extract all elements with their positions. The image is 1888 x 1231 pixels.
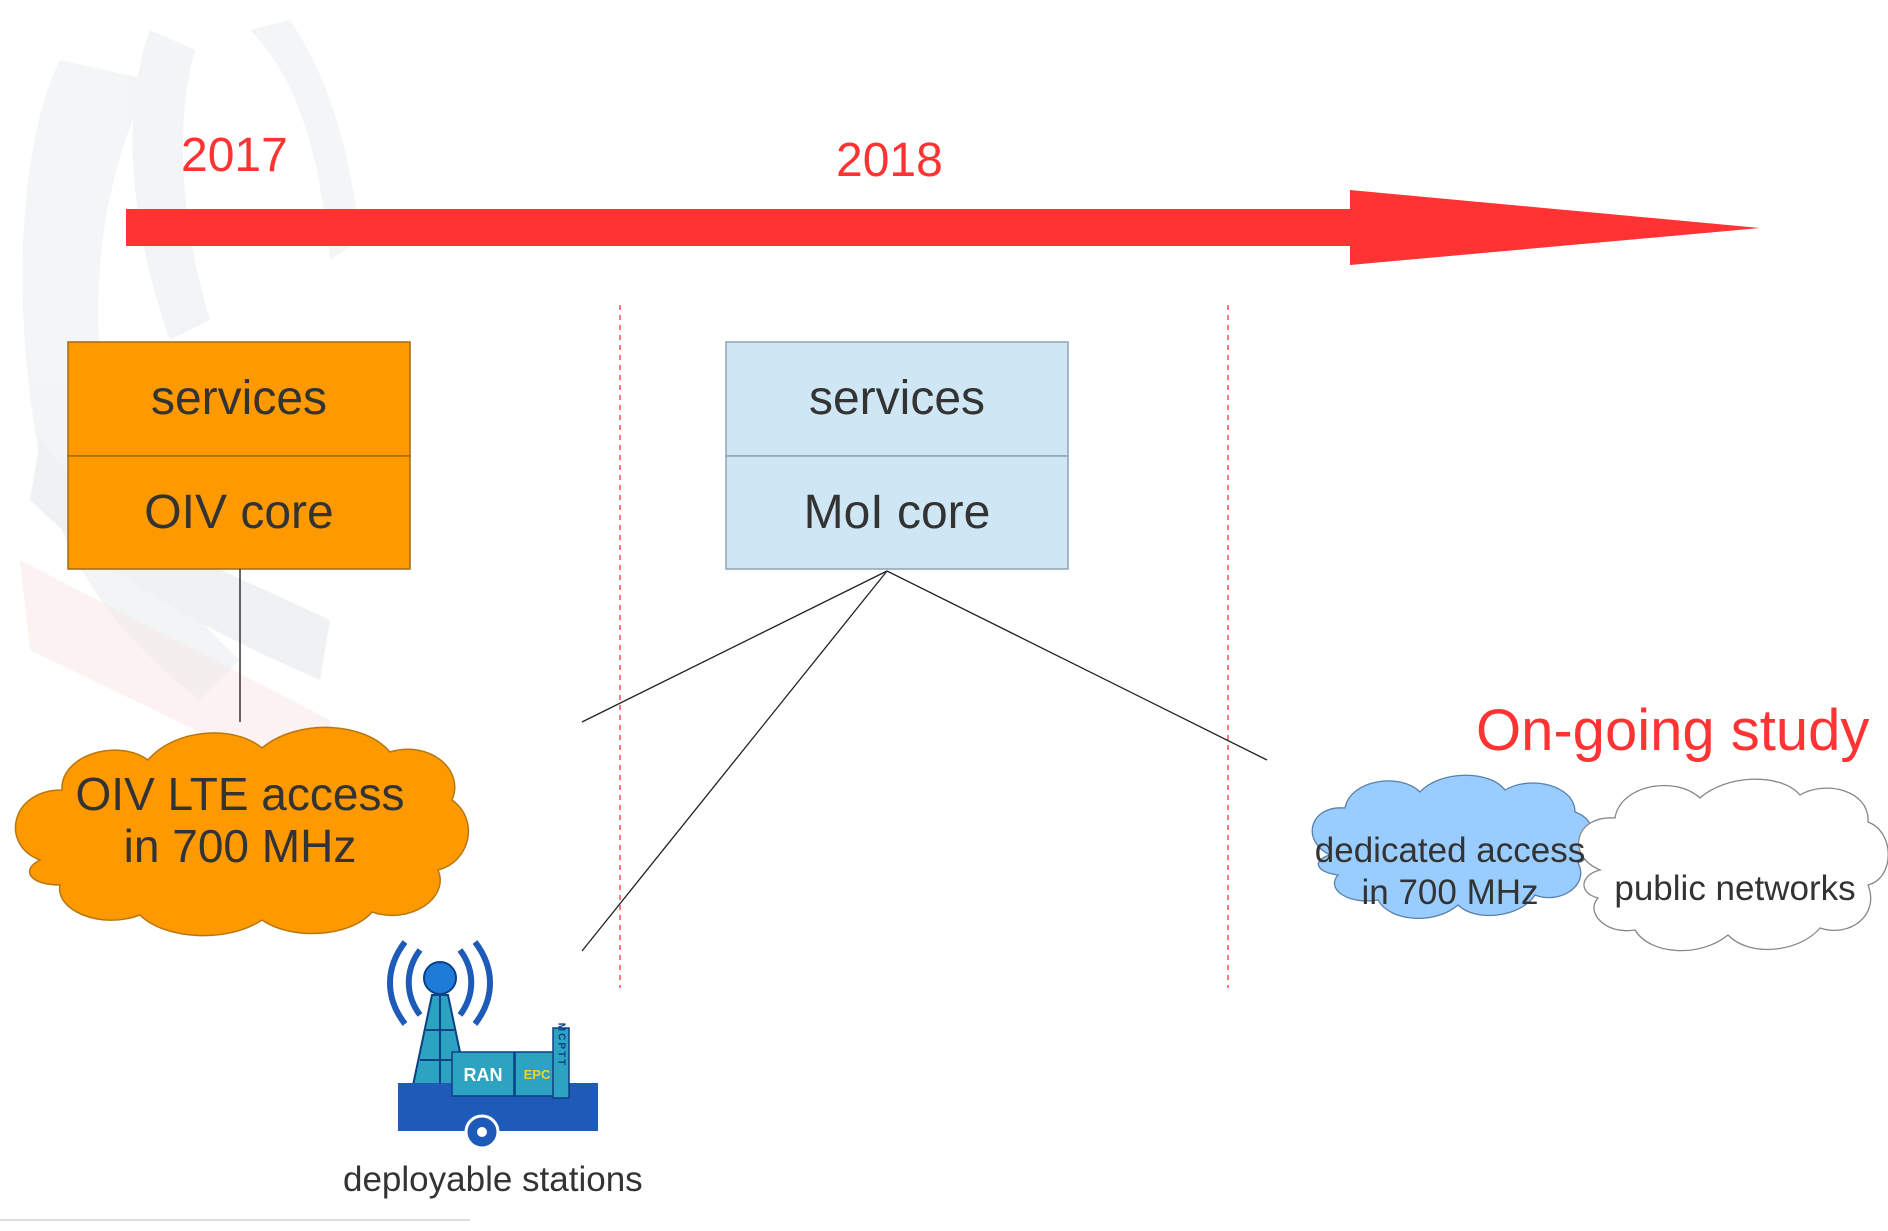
- oiv-access-cloud-label: OIV LTE access in 700 MHz: [30, 768, 450, 872]
- oiv-access-line2: in 700 MHz: [123, 820, 357, 872]
- ran-badge: RAN: [464, 1065, 503, 1085]
- public-networks-label: public networks: [1614, 869, 1856, 908]
- dedicated-access-line1: dedicated access: [1314, 831, 1586, 870]
- moi-services-label: services: [808, 372, 986, 425]
- mcptt-badge: MCPTT: [556, 1023, 567, 1067]
- oiv-access-cloud: [14, 726, 469, 937]
- timeline-arrow: [126, 190, 1760, 265]
- mobile-base-station-icon: RAN EPC MCPTT: [387, 940, 598, 1150]
- moi-core-box: [725, 341, 1069, 570]
- oiv-core-box: [67, 341, 411, 570]
- moi-future-link: [886, 570, 1268, 761]
- year-2018-label: 2018: [836, 134, 943, 187]
- epc-badge: EPC: [524, 1067, 551, 1082]
- ongoing-study-title: On-going study: [1476, 698, 1870, 763]
- oiv-access-line1: OIV LTE access: [75, 768, 405, 820]
- dedicated-access-cloud-label: dedicated access in 700 MHz: [1280, 830, 1620, 914]
- public-networks-cloud: [1578, 778, 1888, 952]
- oiv-services-label: services: [150, 372, 328, 425]
- oiv-core-label: OIV core: [144, 486, 334, 539]
- dedicated-access-line2: in 700 MHz: [1361, 873, 1539, 912]
- deployable-stations-caption: deployable stations: [343, 1160, 643, 1199]
- moi-core-label: MoI core: [803, 486, 991, 539]
- year-2017-label: 2017: [181, 129, 288, 182]
- moi-deployable-link: [581, 570, 888, 952]
- moi-oiv-access-link: [581, 570, 888, 723]
